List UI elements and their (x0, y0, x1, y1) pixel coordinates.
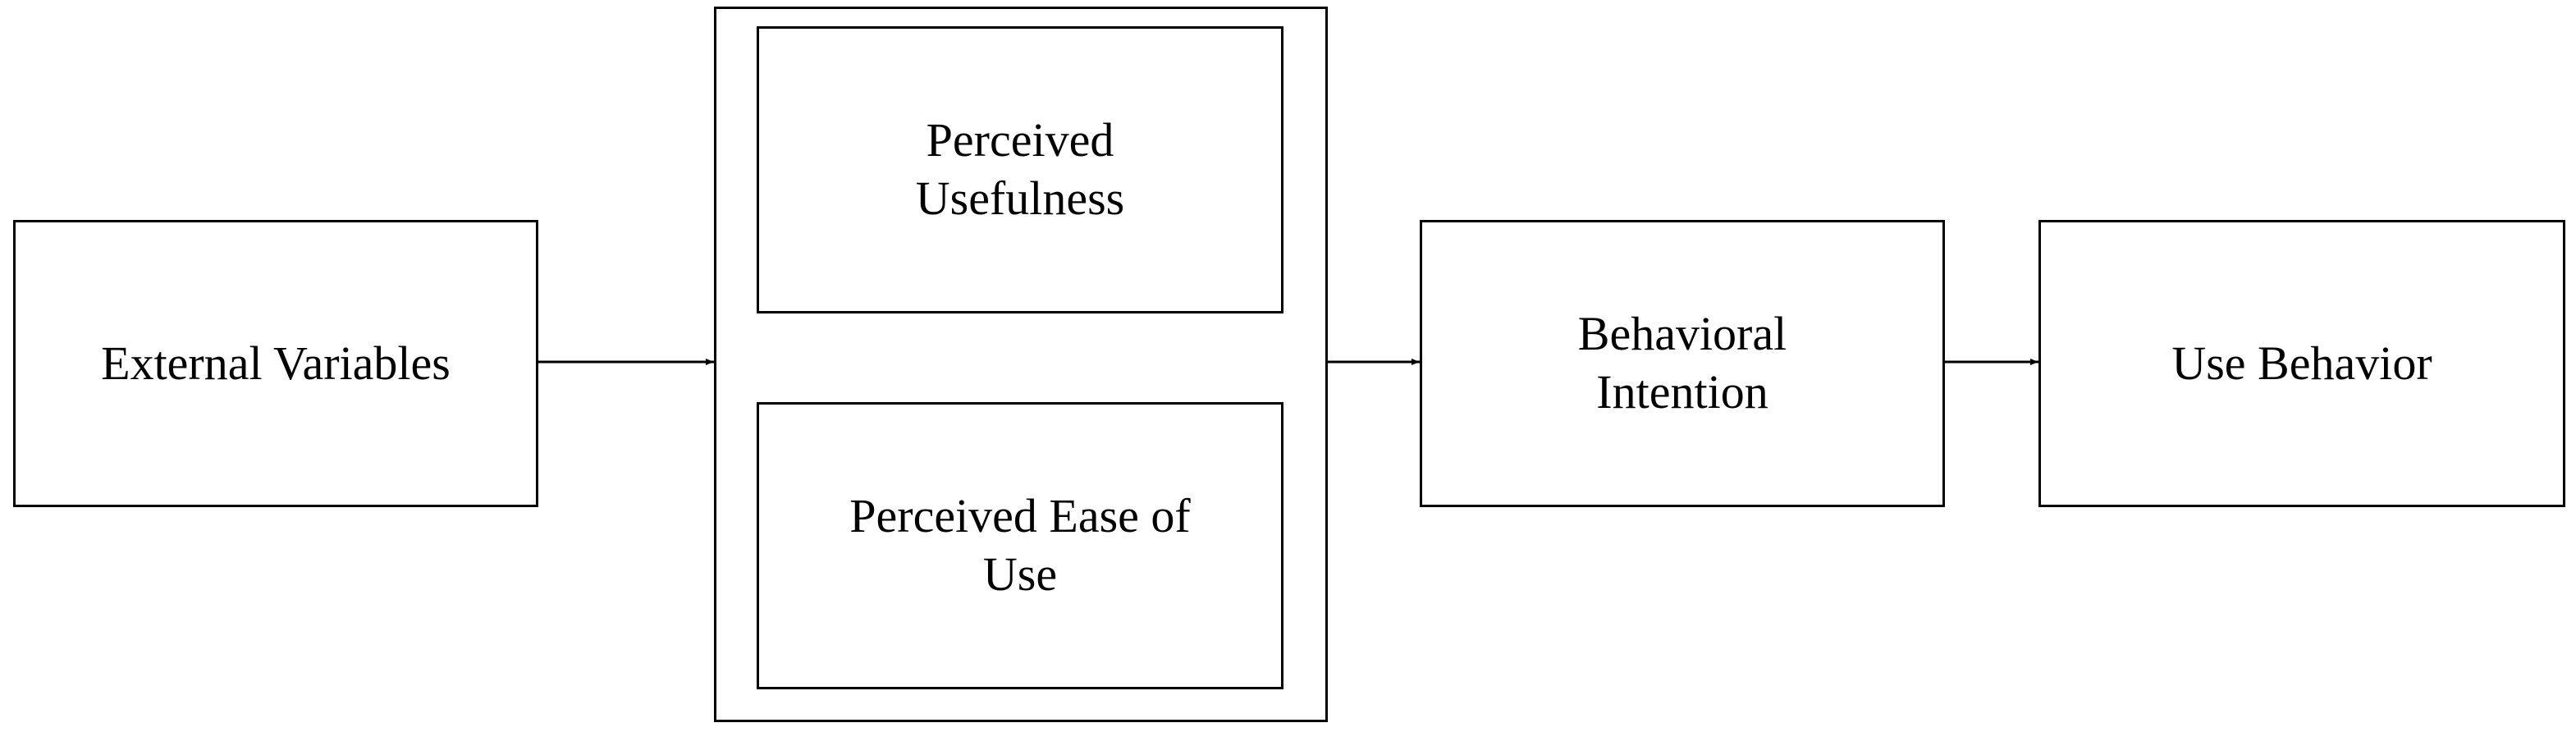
perceived-ease-of-use-box: Perceived Ease of Use (757, 402, 1283, 689)
perceived-usefulness-label: Perceived Usefulness (915, 113, 1125, 225)
behavioral-intention-box: Behavioral Intention (1420, 220, 1945, 507)
perceived-usefulness-box: Perceived Usefulness (757, 26, 1283, 313)
behavioral-intention-label: Behavioral Intention (1577, 307, 1787, 419)
external-variables-box: External Variables (13, 220, 538, 507)
use-behavior-box: Use Behavior (2038, 220, 2565, 507)
external-variables-label: External Variables (101, 336, 451, 390)
use-behavior-label: Use Behavior (2171, 336, 2432, 390)
perceived-ease-of-use-label: Perceived Ease of Use (849, 489, 1191, 601)
